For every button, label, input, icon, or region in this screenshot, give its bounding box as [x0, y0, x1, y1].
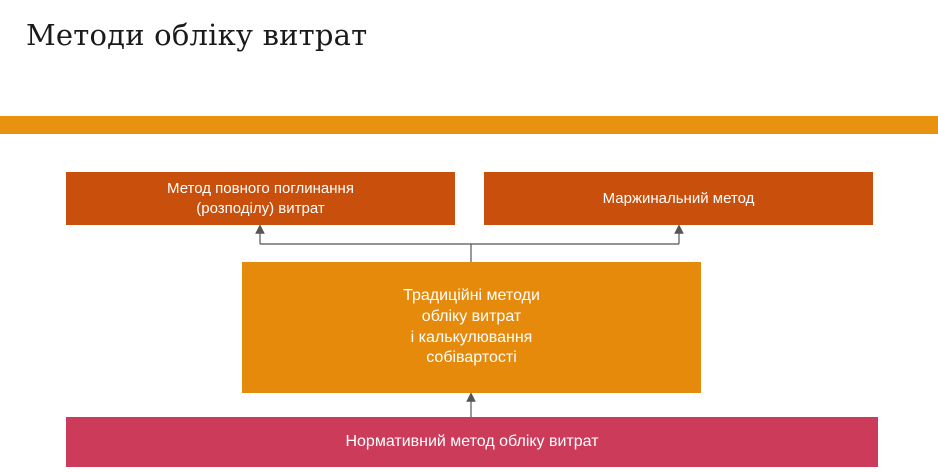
absorption-method-box: Метод повного поглинання (розподілу) вит… — [66, 172, 455, 225]
traditional-methods-box: Традиційні методи обліку витрат і кальку… — [242, 262, 701, 393]
standard-cost-method-label: Нормативний метод обліку витрат — [345, 432, 599, 450]
accent-bar — [0, 116, 938, 134]
standard-cost-method-box: Нормативний метод обліку витрат — [66, 417, 878, 467]
traditional-methods-label: Традиційні методи обліку витрат і кальку… — [403, 286, 540, 367]
marginal-method-label: Маржинальний метод — [602, 189, 755, 207]
marginal-method-box: Маржинальний метод — [484, 172, 873, 225]
slide-title: Методи обліку витрат — [26, 18, 368, 52]
absorption-method-label: Метод повного поглинання (розподілу) вит… — [167, 180, 354, 217]
